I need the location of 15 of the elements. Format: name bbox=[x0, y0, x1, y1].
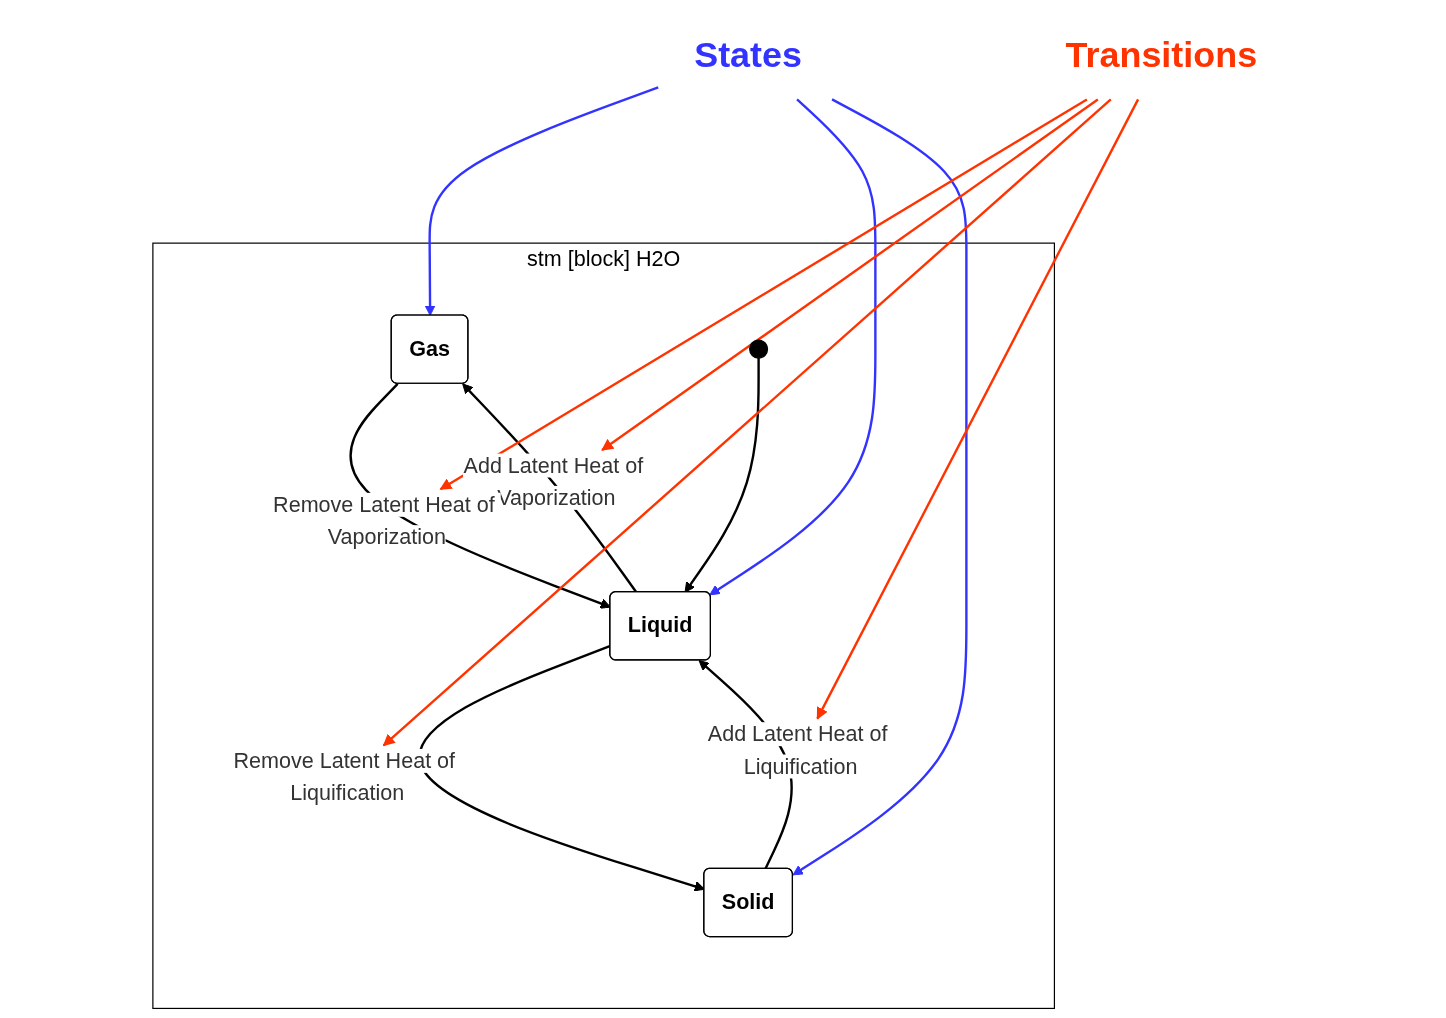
leader-arrow bbox=[601, 98, 1099, 451]
edge-label: Remove Latent Heat of Liquification bbox=[233, 748, 456, 806]
arrow bbox=[684, 358, 760, 593]
node-text: Transitions bbox=[1065, 34, 1258, 75]
edge-label: Vaporization bbox=[497, 485, 616, 510]
edge-label: Add Latent Heat of Liquification bbox=[707, 722, 888, 779]
leader-arrow bbox=[439, 98, 1088, 491]
edge-label: Add Latent Heat of bbox=[463, 453, 644, 478]
arrow bbox=[792, 98, 968, 876]
arrow bbox=[709, 98, 877, 596]
edge-label: Remove Latent Heat of Vaporization bbox=[273, 492, 495, 550]
node-circle bbox=[749, 339, 769, 359]
leader-arrow bbox=[382, 98, 1112, 747]
leader-arrow bbox=[816, 98, 1140, 720]
node-text: States bbox=[694, 34, 803, 75]
